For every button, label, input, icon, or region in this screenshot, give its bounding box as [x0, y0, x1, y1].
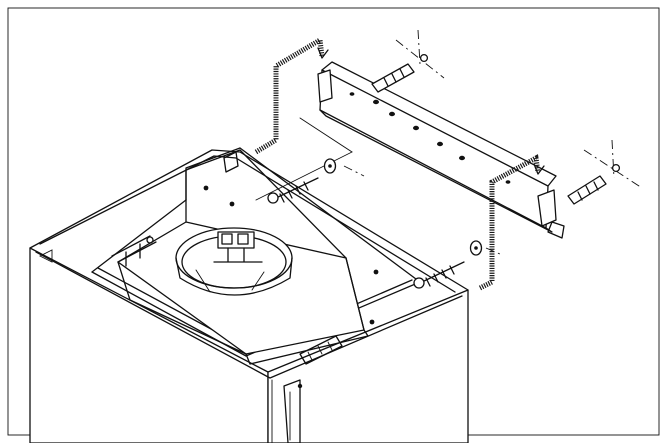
- gas-valve-detail: [111, 235, 157, 267]
- front-hinge-slot: [283, 379, 301, 443]
- boiler-casing: [29, 147, 469, 443]
- wall-section-hatching: [254, 35, 541, 291]
- screw-lower: [413, 240, 483, 289]
- terminal-block: [299, 335, 343, 365]
- fan-housing: [117, 149, 369, 365]
- wall-plug-upper: [371, 53, 429, 93]
- housing-back-wall: [185, 149, 347, 259]
- casing-details: [111, 151, 379, 389]
- bracket-hook-left: [317, 69, 333, 103]
- casing-top-rim: [29, 149, 469, 291]
- casing-front-face: [29, 247, 269, 443]
- flue-collar-wall: [175, 257, 293, 296]
- wall-plug-lower: [567, 163, 621, 205]
- wall-section-right: [478, 154, 541, 291]
- bracket-hook-right: [537, 189, 557, 227]
- housing-side-edge: [345, 257, 365, 331]
- tray-left-wall: [91, 199, 187, 273]
- wall-section-left: [254, 35, 325, 155]
- arrow-right: [533, 163, 545, 175]
- tray-front-lip: [91, 271, 421, 357]
- casing-top-front-edge: [35, 251, 463, 379]
- center-lines: [343, 29, 643, 255]
- wall-bracket: [317, 61, 565, 239]
- casing-side-face: [267, 289, 469, 443]
- rim-tab: [223, 151, 239, 173]
- bracket-top-lip: [321, 61, 557, 187]
- screw-upper: [267, 158, 337, 204]
- wall-plane-outline: [255, 117, 353, 201]
- arrow-left: [317, 47, 329, 59]
- tray-back-right: [239, 147, 421, 283]
